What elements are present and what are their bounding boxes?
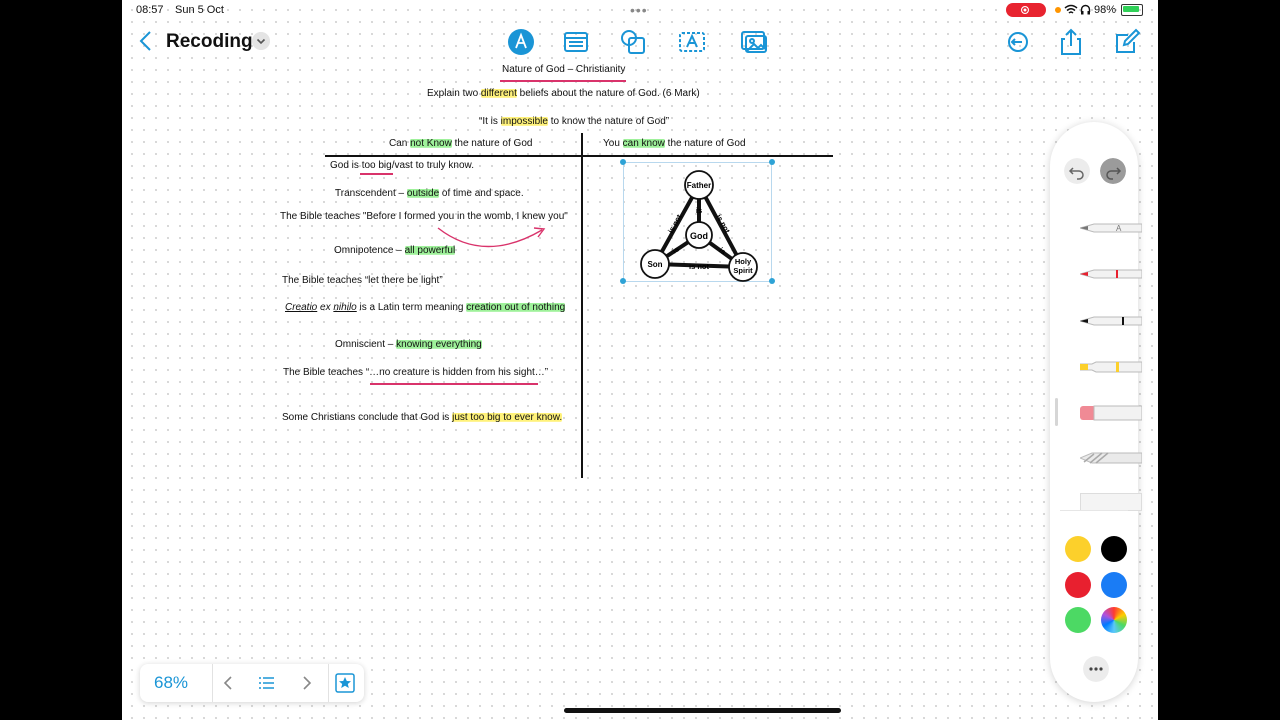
note-line: God is too big/vast to truly know. <box>330 160 474 171</box>
color-swatch-red[interactable] <box>1065 572 1091 598</box>
trinity-god-label: God <box>690 231 708 241</box>
note-line: Omniscient – knowing everything <box>335 339 482 350</box>
trinity-is-label: is <box>717 245 727 256</box>
bookmark-star-icon[interactable] <box>334 672 356 694</box>
status-time: 08:57 <box>136 4 164 16</box>
shapes-icon[interactable] <box>618 27 648 57</box>
resize-handle[interactable] <box>769 278 775 284</box>
trinity-father-label: Father <box>687 181 711 190</box>
lasso-tool[interactable] <box>1080 450 1142 466</box>
palette-grab-handle[interactable] <box>1055 398 1058 426</box>
page-heading: Nature of God – Christianity <box>502 64 626 75</box>
table-horizontal-line <box>325 155 833 157</box>
color-wheel-icon[interactable] <box>1101 607 1127 633</box>
page-navigation-bar: 68% <box>140 664 364 702</box>
status-date: Sun 5 Oct <box>175 4 224 16</box>
note-line: Transcendent – outside of time and space… <box>335 188 524 199</box>
trinity-is-label: is <box>696 206 702 215</box>
note-line: The Bible teaches “let there be light” <box>282 275 443 286</box>
new-page-edit-icon[interactable] <box>1112 27 1142 57</box>
previous-page-icon[interactable] <box>218 672 240 694</box>
undo-icon[interactable] <box>1064 158 1090 184</box>
trinity-holy-label: Holy <box>735 257 752 266</box>
more-options-icon[interactable] <box>1083 656 1109 682</box>
resize-handle[interactable] <box>769 159 775 165</box>
multitask-dots-icon[interactable]: ••• <box>630 2 648 18</box>
pencil-a-tool[interactable]: A <box>1080 220 1142 236</box>
color-swatch-green[interactable] <box>1065 607 1091 633</box>
screen-record-icon[interactable] <box>1006 3 1046 17</box>
battery-icon <box>1121 4 1143 16</box>
pen-palette: A <box>1050 122 1142 702</box>
underline-stroke <box>370 383 538 385</box>
tape-tool[interactable] <box>1080 493 1142 511</box>
text-box-icon[interactable] <box>677 27 707 57</box>
chevron-down-icon[interactable] <box>252 32 270 50</box>
notes-screen[interactable]: 08:57 Sun 5 Oct ••• 98% Recoding Nature … <box>122 0 1158 720</box>
ballpoint-black-tool[interactable] <box>1080 313 1142 329</box>
undo-history-icon[interactable] <box>1003 27 1033 57</box>
fountain-pen-red-tool[interactable] <box>1080 266 1142 282</box>
left-column-header: Can not Know the nature of God <box>389 138 533 149</box>
template-icon[interactable] <box>561 27 591 57</box>
table-vertical-line <box>581 133 583 478</box>
note-line: The Bible teaches “…no creature is hidde… <box>283 367 549 378</box>
highlighter-yellow-tool[interactable] <box>1080 359 1142 375</box>
notebook-title[interactable]: Recoding <box>166 31 253 52</box>
color-swatch-blue[interactable] <box>1101 572 1127 598</box>
home-indicator[interactable] <box>564 708 841 713</box>
image-icon[interactable] <box>739 27 769 57</box>
exam-question: Explain two different beliefs about the … <box>427 88 700 99</box>
color-swatch-black[interactable] <box>1101 536 1127 562</box>
trinity-is-label: is <box>671 244 681 255</box>
trinity-diagram: Father Son Holy Spirit God is is is is n… <box>640 170 758 282</box>
color-swatch-yellow[interactable] <box>1065 536 1091 562</box>
trinity-son-label: Son <box>647 260 662 269</box>
arrow-annotation <box>437 227 546 248</box>
wifi-icon <box>1064 4 1078 14</box>
divider <box>328 664 329 702</box>
zoom-level[interactable]: 68% <box>154 673 189 692</box>
headphones-icon <box>1080 4 1091 15</box>
svg-text:A: A <box>1116 224 1122 233</box>
underline-stroke <box>360 173 393 175</box>
pen-tool-icon[interactable] <box>506 27 536 57</box>
divider <box>1060 510 1128 511</box>
back-chevron-icon[interactable] <box>132 27 160 55</box>
trinity-isnot-label: is not <box>714 213 732 235</box>
exam-quote: “It is impossible to know the nature of … <box>479 116 670 127</box>
heading-underline-stroke <box>500 80 626 82</box>
battery-percent: 98% <box>1094 4 1117 16</box>
page-list-icon[interactable] <box>256 672 278 694</box>
note-line: Creatio ex nihilo is a Latin term meanin… <box>285 302 566 313</box>
trinity-image-selection[interactable]: Father Son Holy Spirit God is is is is n… <box>623 162 772 282</box>
eraser-tool[interactable] <box>1080 404 1142 422</box>
right-column-header: You can know the nature of God <box>603 138 746 149</box>
redo-icon[interactable] <box>1100 158 1126 184</box>
trinity-isnot-label: is not <box>689 262 710 271</box>
next-page-icon[interactable] <box>295 672 317 694</box>
note-line: Some Christians conclude that God is jus… <box>282 412 563 423</box>
note-line: Omnipotence – all powerful <box>334 245 456 256</box>
resize-handle[interactable] <box>620 159 626 165</box>
note-line: The Bible teaches "Before I formed you i… <box>280 211 568 222</box>
trinity-spirit-label: Spirit <box>733 266 753 275</box>
divider <box>212 664 213 702</box>
share-icon[interactable] <box>1056 27 1086 57</box>
mic-indicator-icon <box>1055 7 1061 13</box>
resize-handle[interactable] <box>620 278 626 284</box>
